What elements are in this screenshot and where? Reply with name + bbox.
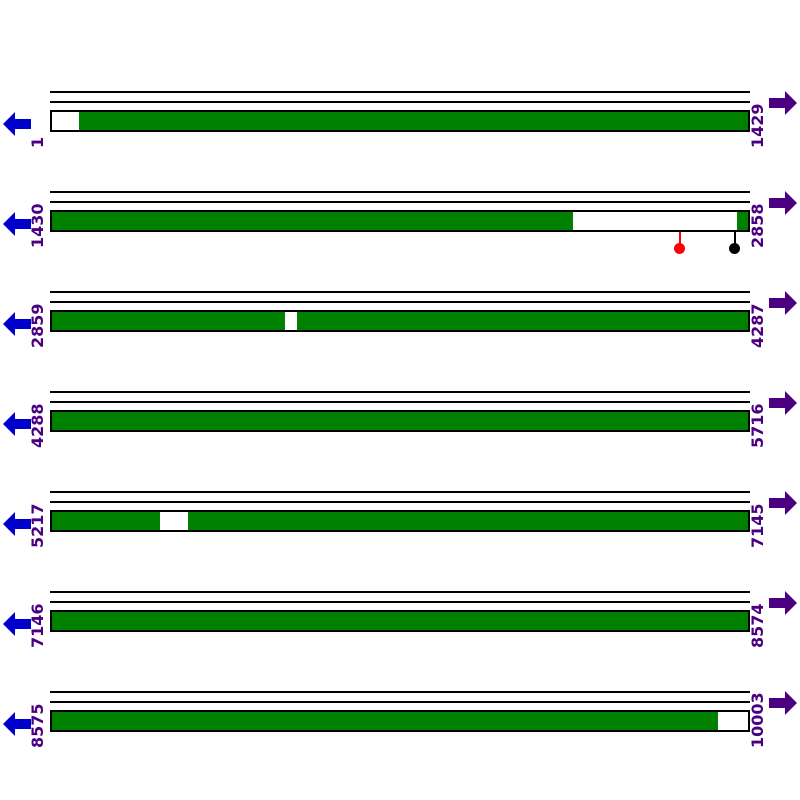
sequence-bar[interactable] xyxy=(50,610,750,632)
arrow-left-icon[interactable] xyxy=(2,111,32,137)
arrow-right-icon[interactable] xyxy=(768,190,798,216)
marker-dot xyxy=(674,243,685,254)
arrow-right-icon[interactable] xyxy=(768,490,798,516)
marker-pin-icon[interactable] xyxy=(674,232,686,254)
row-start-coordinate: 1 xyxy=(28,136,47,148)
bar-gap-segment xyxy=(573,212,737,230)
arrow-left-icon[interactable] xyxy=(2,211,32,237)
bar-track-segment xyxy=(52,412,748,430)
sequence-bar[interactable] xyxy=(50,410,750,432)
bar-track-segment xyxy=(297,312,748,330)
sequence-bar[interactable] xyxy=(50,110,750,132)
row-start-coordinate: 7146 xyxy=(28,603,47,648)
arrow-left-icon[interactable] xyxy=(2,511,32,537)
bar-gap-segment xyxy=(285,312,297,330)
frame-rule-1 xyxy=(50,191,750,193)
row-end-coordinate: 4287 xyxy=(748,303,767,348)
sequence-row: 7146 8574 xyxy=(0,580,800,680)
row-start-coordinate: 2859 xyxy=(28,303,47,348)
sequence-bar[interactable] xyxy=(50,310,750,332)
arrow-right-icon[interactable] xyxy=(768,390,798,416)
frame-rule-1 xyxy=(50,291,750,293)
row-end-coordinate: 2858 xyxy=(748,203,767,248)
frame-rule-1 xyxy=(50,391,750,393)
frame-rule-1 xyxy=(50,691,750,693)
bar-track-segment xyxy=(52,712,718,730)
marker-stem xyxy=(679,232,681,245)
frame-rule-1 xyxy=(50,91,750,93)
frame-rule-2 xyxy=(50,601,750,603)
row-end-coordinate: 8574 xyxy=(748,603,767,648)
frame-rule-2 xyxy=(50,701,750,703)
row-end-coordinate: 10003 xyxy=(748,692,767,748)
row-start-coordinate: 5217 xyxy=(28,503,47,548)
arrow-right-icon[interactable] xyxy=(768,90,798,116)
arrow-left-icon[interactable] xyxy=(2,611,32,637)
row-end-coordinate: 5716 xyxy=(748,403,767,448)
row-end-coordinate: 1429 xyxy=(748,103,767,148)
bar-gap-segment xyxy=(160,512,188,530)
frame-rule-2 xyxy=(50,101,750,103)
sequence-row: 1 1429 xyxy=(0,80,800,180)
sequence-row: 2859 4287 xyxy=(0,280,800,380)
arrow-right-icon[interactable] xyxy=(768,590,798,616)
row-end-coordinate: 7145 xyxy=(748,503,767,548)
arrow-right-icon[interactable] xyxy=(768,290,798,316)
frame-rule-1 xyxy=(50,491,750,493)
arrow-left-icon[interactable] xyxy=(2,711,32,737)
marker-dot xyxy=(729,243,740,254)
sequence-bar[interactable] xyxy=(50,510,750,532)
bar-track-segment xyxy=(52,212,573,230)
marker-stem xyxy=(734,232,736,245)
row-start-coordinate: 8575 xyxy=(28,703,47,748)
arrow-left-icon[interactable] xyxy=(2,311,32,337)
marker-pin-icon[interactable] xyxy=(729,232,741,254)
arrow-right-icon[interactable] xyxy=(768,690,798,716)
arrow-left-icon[interactable] xyxy=(2,411,32,437)
sequence-row: 8575 10003 xyxy=(0,680,800,780)
frame-rule-2 xyxy=(50,301,750,303)
frame-rule-1 xyxy=(50,591,750,593)
frame-rule-2 xyxy=(50,501,750,503)
sequence-bar[interactable] xyxy=(50,710,750,732)
bar-track-segment xyxy=(79,112,748,130)
sequence-row: 1430 2858 xyxy=(0,180,800,280)
frame-rule-2 xyxy=(50,401,750,403)
row-start-coordinate: 4288 xyxy=(28,403,47,448)
row-start-coordinate: 1430 xyxy=(28,203,47,248)
bar-gap-segment xyxy=(52,112,79,130)
bar-track-segment xyxy=(52,312,285,330)
bar-track-segment xyxy=(52,512,160,530)
bar-track-segment xyxy=(737,212,748,230)
sequence-row: 4288 5716 xyxy=(0,380,800,480)
bar-track-segment xyxy=(52,612,748,630)
sequence-bar[interactable] xyxy=(50,210,750,232)
bar-track-segment xyxy=(188,512,748,530)
bar-gap-segment xyxy=(718,712,748,730)
sequence-row: 5217 7145 xyxy=(0,480,800,580)
frame-rule-2 xyxy=(50,201,750,203)
